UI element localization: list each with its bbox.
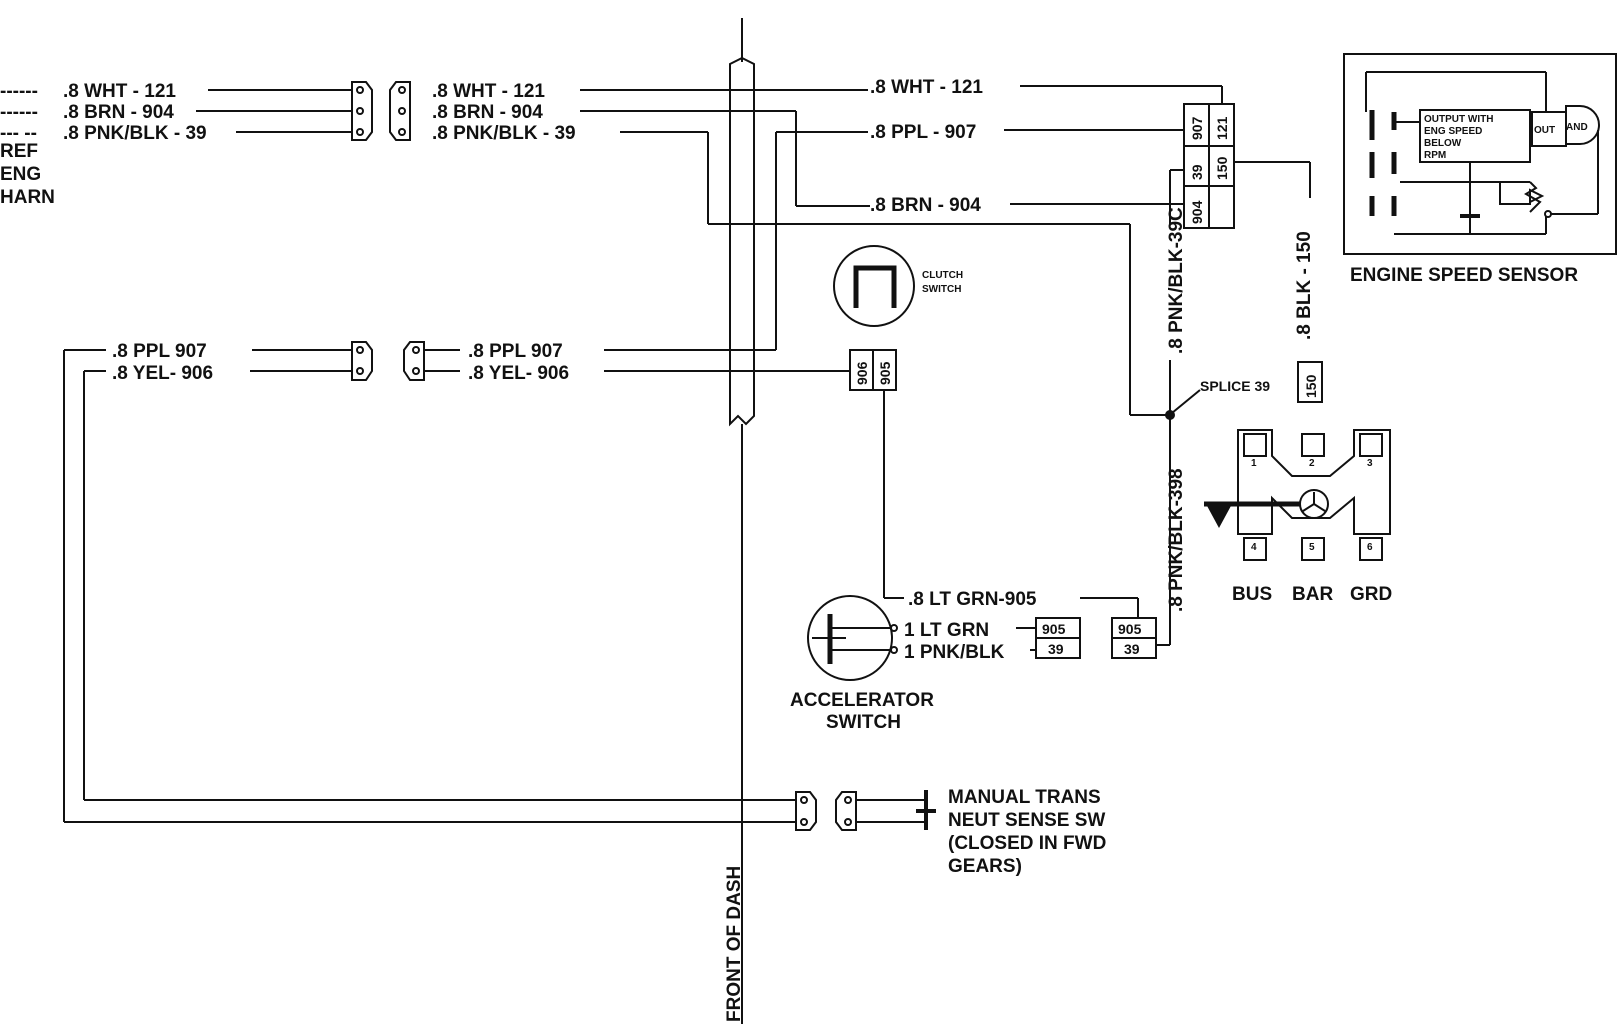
accelerator-circuit: .8 LT GRN-905 1 LT GRN 1 PNK/BLK 905 39 … <box>790 589 1170 733</box>
relay-pin-2: 2 <box>1309 458 1315 469</box>
c4-pin-39: 39 <box>1124 641 1140 657</box>
clutch-label-1: CLUTCH <box>922 270 963 281</box>
wire-label-r-brn: .8 BRN - 904 <box>870 195 981 216</box>
wire-label-1-ltgrn: 1 LT GRN <box>904 620 989 641</box>
c4-pin-905: 905 <box>1118 621 1142 637</box>
manual-trans-switch: MANUAL TRANS NEUT SENSE SW (CLOSED IN FW… <box>795 787 1106 877</box>
splice-39: SPLICE 39 <box>1130 360 1270 645</box>
ess-and-label: AND <box>1566 122 1588 133</box>
wire-label-1-pnkblk: 1 PNK/BLK <box>904 642 1005 663</box>
connector-c2: 906 905 <box>849 349 904 599</box>
relay-bus-bar: 1 2 3 4 5 6 BUS BAR GRD <box>1204 429 1392 605</box>
ref-dash-1: ------ <box>0 81 38 102</box>
wire-label-mid-pnk: .8 PNK/BLK - 39 <box>432 123 576 144</box>
bar-label: BAR <box>1292 584 1333 605</box>
splice-label: SPLICE 39 <box>1200 378 1270 394</box>
accelerator-label-2: SWITCH <box>826 712 901 733</box>
right-harness-wires: .8 WHT - 121 .8 PPL - 907 .8 BRN - 904 <box>870 77 1311 224</box>
c1-pin-904: 904 <box>1189 200 1205 224</box>
clutch-label-2: SWITCH <box>922 284 961 295</box>
ess-output-2: ENG SPEED <box>1424 126 1482 137</box>
connector-3pin-left <box>351 81 373 141</box>
ref-label-ref: REF <box>0 141 38 162</box>
c2-pin-905: 905 <box>877 361 893 385</box>
accelerator-label-1: ACCELERATOR <box>790 690 934 711</box>
harness-trunk <box>604 18 868 1024</box>
engine-speed-sensor: OUTPUT WITH ENG SPEED BELOW RPM OUT AND … <box>1343 53 1617 286</box>
connector-150: 150 <box>1297 361 1323 403</box>
wire-label-r-wht: .8 WHT - 121 <box>870 77 983 98</box>
relay-pin-3: 3 <box>1367 458 1373 469</box>
c2-pin-906: 906 <box>854 361 870 385</box>
wire-label-blk-150: .8 BLK - 150 <box>1294 231 1315 340</box>
ref-dash-2: ------ <box>0 102 38 123</box>
lower-left-wires: .8 PPL 907 .8 YEL- 906 <box>63 341 796 823</box>
relay-pin-1: 1 <box>1251 458 1257 469</box>
clutch-switch: CLUTCH SWITCH <box>833 245 963 327</box>
wire-label-l-ppl: .8 PPL 907 <box>112 341 207 362</box>
ess-title: ENGINE SPEED SENSOR <box>1350 265 1578 286</box>
ess-output-3: BELOW <box>1424 138 1462 149</box>
wire-label-m-yel: .8 YEL- 906 <box>468 363 569 384</box>
connector-2pin-right <box>403 341 460 381</box>
wire-label-mid-brn: .8 BRN - 904 <box>432 102 543 123</box>
c5-pin-150: 150 <box>1303 374 1319 398</box>
ref-engine-harness: ------ ------ --- -- .8 WHT - 121 .8 BRN… <box>0 81 356 208</box>
ref-label-harn: HARN <box>0 187 55 208</box>
mid-harness-wires: .8 WHT - 121 .8 BRN - 904 .8 PNK/BLK - 3… <box>432 81 1131 415</box>
ref-dash-3: --- -- <box>0 123 37 144</box>
ess-output-1: OUTPUT WITH <box>1424 114 1493 125</box>
wire-label-ltgrn-905: .8 LT GRN-905 <box>908 589 1037 610</box>
wire-label-r-ppl: .8 PPL - 907 <box>870 122 976 143</box>
wire-label-l-yel: .8 YEL- 906 <box>112 363 213 384</box>
ess-out-label: OUT <box>1534 125 1555 136</box>
wire-label-pnk-398: .8 PNK/BLK-398 <box>1166 468 1187 612</box>
wire-label-m-ppl: .8 PPL 907 <box>468 341 563 362</box>
wire-label-ref-brn: .8 BRN - 904 <box>63 102 174 123</box>
bus-label: BUS <box>1232 584 1272 605</box>
connector-c1: 907 121 39 150 904 <box>1183 103 1235 229</box>
c1-pin-150: 150 <box>1214 156 1230 180</box>
manual-trans-label-3: (CLOSED IN FWD <box>948 833 1106 854</box>
ref-label-eng: ENG <box>0 164 41 185</box>
c3-pin-39: 39 <box>1048 641 1064 657</box>
wire-label-mid-wht: .8 WHT - 121 <box>432 81 545 102</box>
wire-label-ref-pnk: .8 PNK/BLK - 39 <box>63 123 207 144</box>
wire-label-ref-wht: .8 WHT - 121 <box>63 81 176 102</box>
front-of-dash-label: FRONT OF DASH <box>724 866 745 1022</box>
manual-trans-label-2: NEUT SENSE SW <box>948 810 1105 831</box>
wire-label-pnk-39c: .8 PNK/BLK-39C <box>1166 207 1187 354</box>
c1-pin-39: 39 <box>1189 164 1205 180</box>
c1-pin-121: 121 <box>1214 116 1230 140</box>
c3-pin-905: 905 <box>1042 621 1066 637</box>
connector-2pin-left <box>351 341 373 381</box>
ess-output-4: RPM <box>1424 150 1446 161</box>
c1-pin-907: 907 <box>1189 116 1205 140</box>
grd-label: GRD <box>1350 584 1392 605</box>
manual-trans-label-4: GEARS) <box>948 856 1022 877</box>
manual-trans-label-1: MANUAL TRANS <box>948 787 1101 808</box>
connector-3pin-right <box>389 81 411 141</box>
relay-pin-5: 5 <box>1309 542 1315 553</box>
relay-pin-6: 6 <box>1367 542 1373 553</box>
relay-pin-4: 4 <box>1251 542 1257 553</box>
